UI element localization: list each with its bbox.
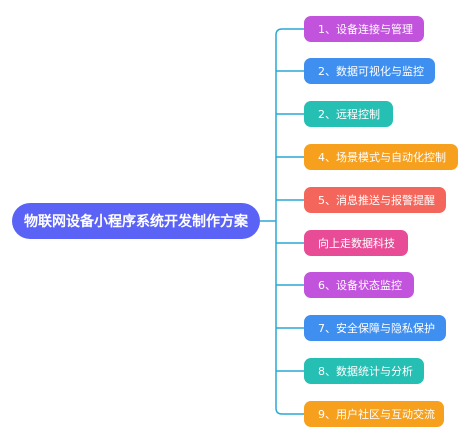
root-topic[interactable]: 物联网设备小程序系统开发制作方案: [12, 203, 260, 239]
branch-node[interactable]: 6、设备状态监控: [304, 272, 414, 298]
branch-node[interactable]: 1、设备连接与管理: [304, 16, 424, 42]
branch-node[interactable]: 8、数据统计与分析: [304, 358, 424, 384]
branch-connector: [275, 407, 304, 415]
branch-node[interactable]: 9、用户社区与互动交流: [304, 401, 444, 427]
branch-node[interactable]: 4、场景模式与自动化控制: [304, 144, 458, 170]
branch-node[interactable]: 7、安全保障与隐私保护: [304, 315, 446, 341]
branch-connector: [275, 28, 304, 36]
branch-node[interactable]: 向上走数据科技: [304, 230, 408, 256]
branch-node[interactable]: 2、远程控制: [304, 101, 393, 127]
branch-node[interactable]: 5、消息推送与报警提醒: [304, 187, 446, 213]
branch-node[interactable]: 2、数据可视化与监控: [304, 58, 435, 84]
